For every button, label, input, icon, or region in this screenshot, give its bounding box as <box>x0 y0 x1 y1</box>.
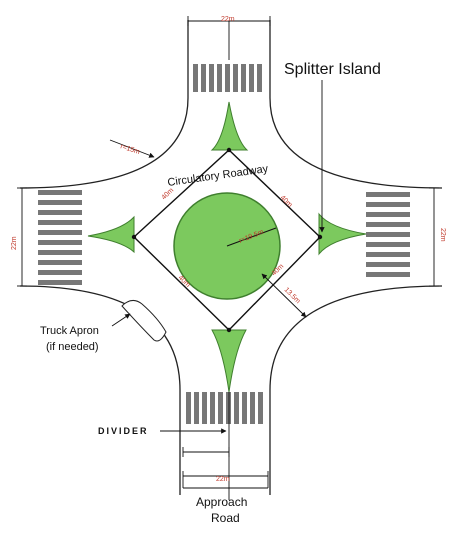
splitter-island-left <box>87 215 135 254</box>
label-divider: DIVIDER <box>98 426 149 436</box>
dim-right-width: 22m <box>439 228 446 242</box>
label-splitter-island: Splitter Island <box>284 61 381 78</box>
dim-bottom-width: 22m <box>216 476 230 483</box>
crosswalk-right <box>366 192 410 277</box>
dimension-lines <box>17 16 439 500</box>
dim-top-width: 22m <box>221 16 235 23</box>
label-truck-apron-sub: (if needed) <box>46 341 99 353</box>
crosswalk-top <box>193 64 262 92</box>
dim-left-width: 22m <box>11 236 18 250</box>
label-approach: Approach <box>196 495 247 509</box>
diamond-vertices <box>131 147 323 333</box>
dim-side-ur: 40m <box>279 194 294 209</box>
splitter-island-right <box>318 212 367 256</box>
truck-apron <box>121 300 167 342</box>
crosswalk-left <box>38 190 82 285</box>
label-circulatory-roadway: Circulatory Roadway <box>167 163 270 189</box>
edge-bottom-right <box>269 285 443 495</box>
splitter-island-top <box>210 101 249 151</box>
edge-top-left <box>19 20 189 189</box>
dim-offset: 13.5m <box>283 286 302 305</box>
splitter-island-bottom <box>211 329 247 393</box>
central-radius-line <box>226 227 277 247</box>
splitter-islands <box>87 101 367 393</box>
dim-corner-radius: r=15m <box>119 143 140 156</box>
edge-top-right <box>269 20 443 189</box>
label-truck-apron: Truck Apron <box>40 325 99 337</box>
crosswalk-bottom <box>186 392 263 424</box>
label-road: Road <box>211 511 240 525</box>
